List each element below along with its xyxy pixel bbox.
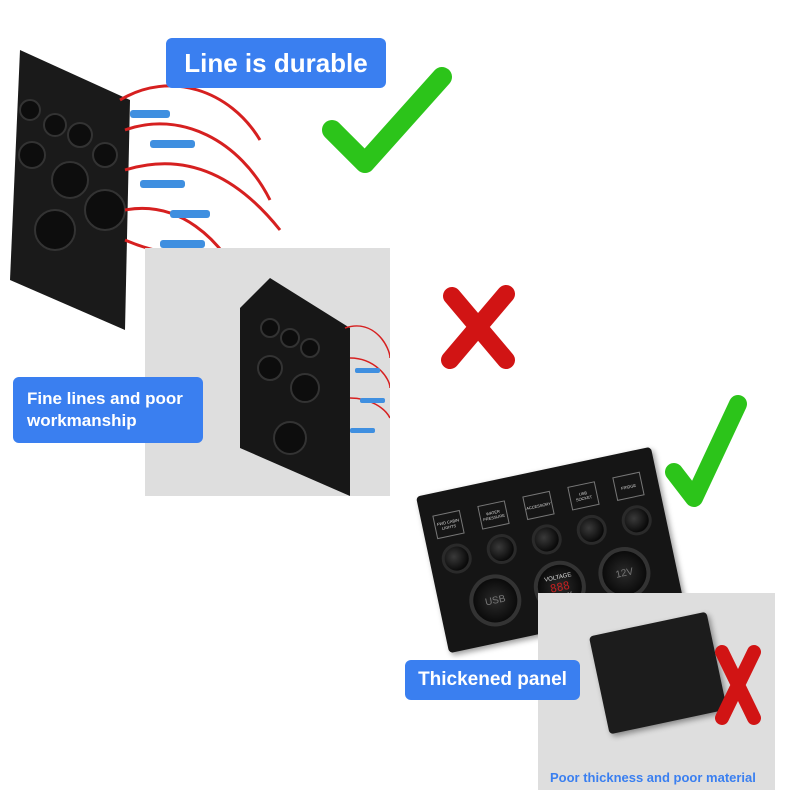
- red-cross-icon: [441, 285, 515, 369]
- switch-label: FRIDGE: [612, 471, 645, 501]
- switch-label: FWD CABIN LIGHTS: [432, 509, 465, 540]
- rocker-switch[interactable]: [528, 521, 565, 558]
- rocker-switch[interactable]: [438, 540, 475, 577]
- green-check-icon: [322, 67, 452, 173]
- thin-switch-panel: [588, 611, 728, 735]
- durable-wiring-photo: [10, 30, 310, 330]
- rocker-switch[interactable]: [483, 531, 520, 567]
- switch-label: ACCESSORY: [522, 490, 555, 521]
- switch-label: USB SOCKET: [567, 481, 600, 511]
- rocker-switch[interactable]: [618, 502, 655, 539]
- usb-socket: USB: [464, 569, 527, 632]
- fine-lines-callout: Fine lines and poor workmanship: [13, 377, 203, 443]
- durable-line-callout: Line is durable: [166, 38, 386, 88]
- switch-label: WATER PRESSURE: [477, 500, 510, 530]
- thickened-panel-callout: Thickened panel: [405, 660, 580, 700]
- green-check-icon: [665, 395, 747, 507]
- rocker-switch[interactable]: [573, 512, 610, 548]
- red-cross-icon: [715, 645, 761, 725]
- poor-material-caption: Poor thickness and poor material: [550, 770, 756, 785]
- fine-wiring-photo-bg: [145, 248, 391, 496]
